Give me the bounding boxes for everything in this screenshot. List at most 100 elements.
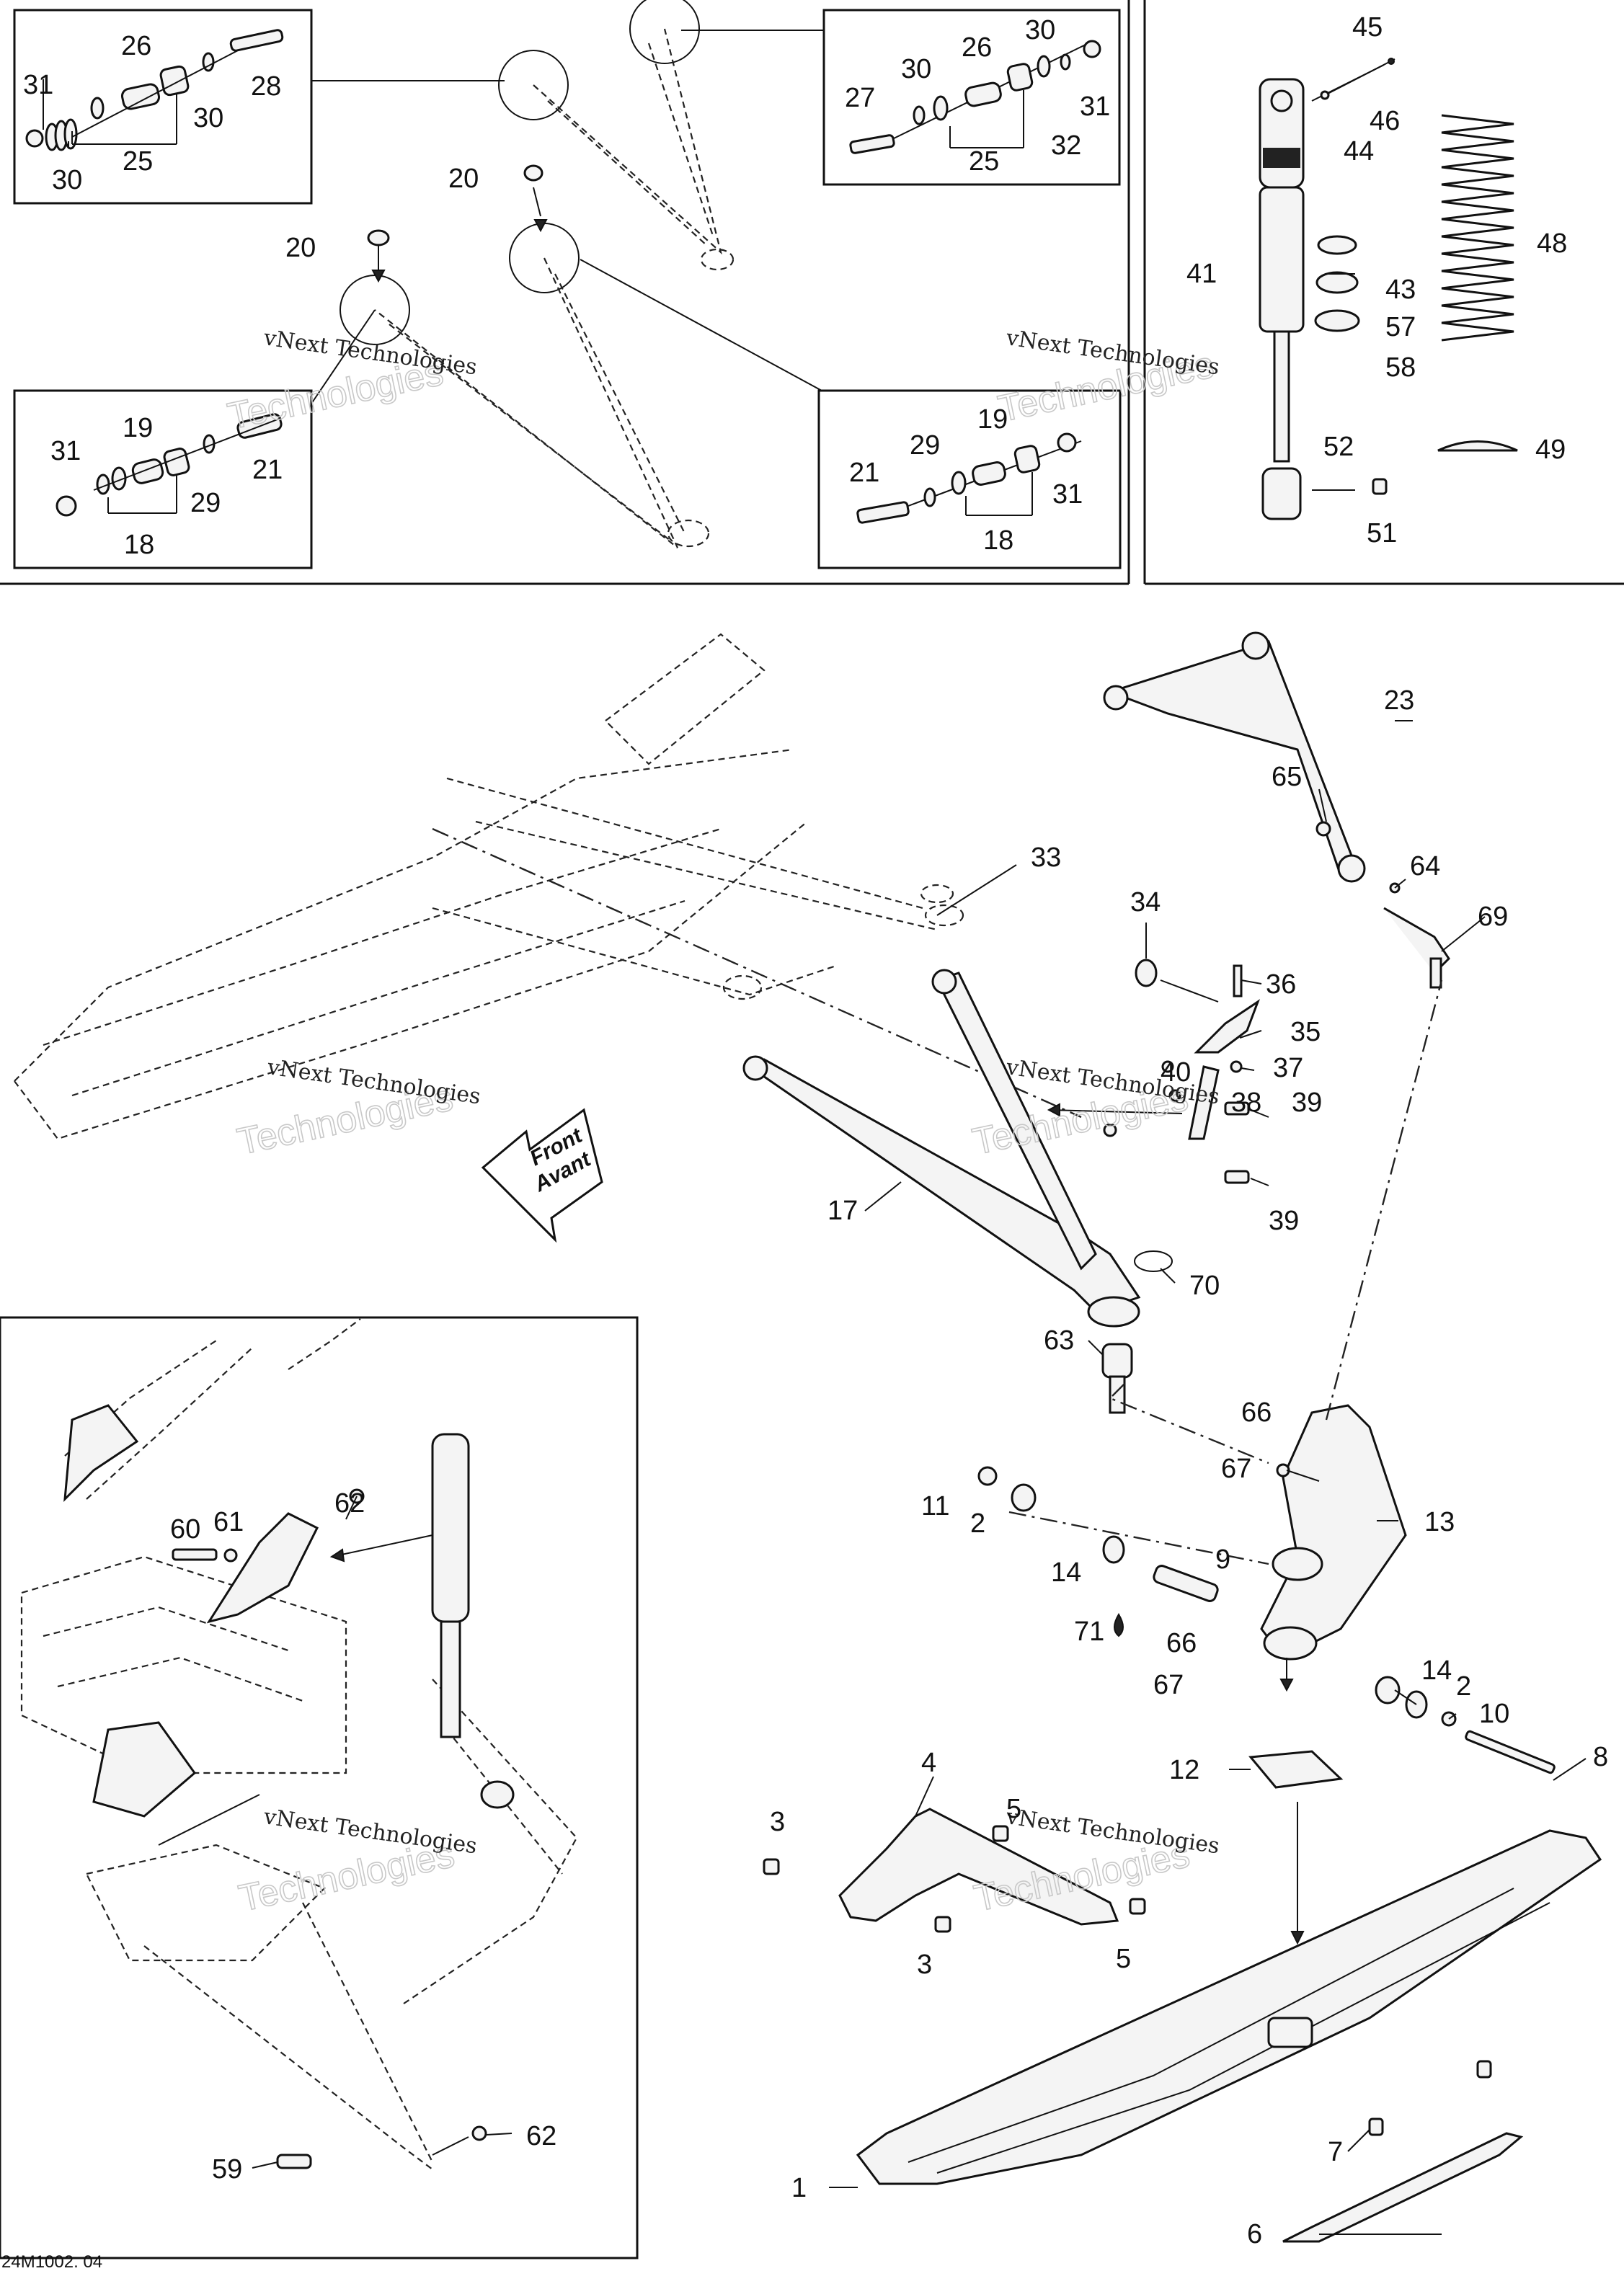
callout-38: 38 [1231,1088,1261,1118]
callout-63: 63 [1044,1325,1074,1356]
callout-21: 21 [849,458,879,488]
a-arms-exploded-top [340,0,735,548]
callout-25: 25 [969,146,999,177]
callout-37: 37 [1273,1053,1303,1083]
callout-30: 30 [193,103,223,133]
callout-48: 48 [1537,228,1567,259]
callout-14: 14 [1051,1557,1081,1588]
callout-32: 32 [1051,130,1081,161]
callout-14: 14 [1421,1656,1452,1686]
reference-code: 24M1002. 04 [1,2252,102,2271]
inset-lower-arm-right-bushings [817,389,1122,569]
callout-5: 5 [1116,1944,1131,1974]
callout-13: 13 [1424,1507,1455,1537]
leader-lower-right-inset [580,259,822,391]
inset-lower-arm-left-bushings [13,389,313,569]
callout-45: 45 [1352,12,1383,43]
callout-36: 36 [1266,969,1296,1000]
callout-60: 60 [170,1514,200,1545]
callout-31: 31 [50,436,81,466]
callout-30: 30 [901,54,931,84]
callout-19: 19 [977,404,1008,435]
callout-leaders [252,273,1587,2235]
callout-43: 43 [1385,275,1416,305]
chassis-frame-dashed [14,633,1117,1140]
leader-lower-left-inset [311,309,376,404]
callout-31: 31 [1080,92,1110,122]
callout-30: 30 [52,165,82,195]
bushing-stack-upper-right [849,40,1101,154]
bushing-stack-lower-right [856,432,1082,524]
stabilizer-link-parts [1047,959,1261,1184]
callout-11: 11 [921,1491,949,1521]
callout-20: 20 [448,164,479,194]
lower-a-arm-17 [742,969,1173,1414]
callout-57: 57 [1385,312,1416,342]
callout-29: 29 [910,430,940,461]
inset-front-suspension-mounting [20,1318,578,2170]
callout-20: 20 [285,233,316,263]
callout-66: 66 [1241,1397,1272,1428]
callout-21: 21 [252,455,283,485]
callout-67: 67 [1153,1670,1184,1700]
inset-upper-arm-right-bushings [822,9,1121,186]
callout-12: 12 [1169,1755,1199,1785]
callout-61: 61 [213,1507,244,1537]
callout-52: 52 [1323,432,1354,462]
callout-65: 65 [1272,762,1302,792]
upper-a-arm-23 [1103,631,1450,989]
callout-59: 59 [212,2154,242,2185]
callout-66: 66 [1166,1628,1197,1658]
callout-3: 3 [917,1950,932,1980]
callout-44: 44 [1344,136,1374,166]
callout-39: 39 [1292,1088,1322,1118]
part-callouts: 3126283030252730263031322520203119212918… [23,12,1608,2249]
front-direction-arrow: Front Avant [481,1108,603,1243]
callout-40: 40 [1161,1057,1191,1088]
callout-41: 41 [1186,259,1217,289]
callout-26: 26 [121,31,151,61]
callout-62: 62 [334,1488,365,1519]
callout-6: 6 [1247,2219,1262,2249]
callout-27: 27 [845,83,875,113]
callout-71: 71 [1074,1617,1104,1647]
bottom-left-inset-frame [0,1316,639,2259]
callout-17: 17 [827,1196,858,1226]
callout-2: 2 [970,1508,985,1539]
callout-64: 64 [1410,851,1440,881]
callout-1: 1 [791,2173,807,2203]
callout-29: 29 [190,488,221,518]
callout-33: 33 [1031,843,1061,873]
callout-5: 5 [1006,1794,1021,1824]
callout-31: 31 [23,70,53,100]
callout-18: 18 [124,530,154,560]
callout-4: 4 [921,1748,936,1778]
spindle-and-pin-assembly [977,979,1556,1945]
callout-58: 58 [1385,352,1416,383]
callout-46: 46 [1370,106,1400,136]
callout-39: 39 [1269,1206,1299,1236]
callout-49: 49 [1535,435,1566,465]
callout-62: 62 [526,2121,556,2151]
callout-51: 51 [1367,518,1397,548]
shock-absorber-assembly [1259,58,1518,520]
callout-19: 19 [123,413,153,443]
callout-2: 2 [1456,1671,1471,1702]
callout-9: 9 [1215,1545,1230,1575]
inset-upper-arm-left-bushings [13,9,313,205]
callout-3: 3 [770,1807,785,1837]
callout-7: 7 [1328,2137,1343,2167]
callout-31: 31 [1052,479,1083,510]
bushing-stack-upper-left [25,29,284,151]
callout-25: 25 [123,146,153,177]
callout-35: 35 [1290,1017,1321,1047]
watermarks: Technologies vNext Technologies Technolo… [223,325,1221,1920]
callout-69: 69 [1478,902,1508,932]
callout-26: 26 [962,32,992,63]
ski-handle-4 [763,1808,1146,1933]
callout-23: 23 [1384,685,1414,716]
callout-70: 70 [1189,1271,1220,1301]
